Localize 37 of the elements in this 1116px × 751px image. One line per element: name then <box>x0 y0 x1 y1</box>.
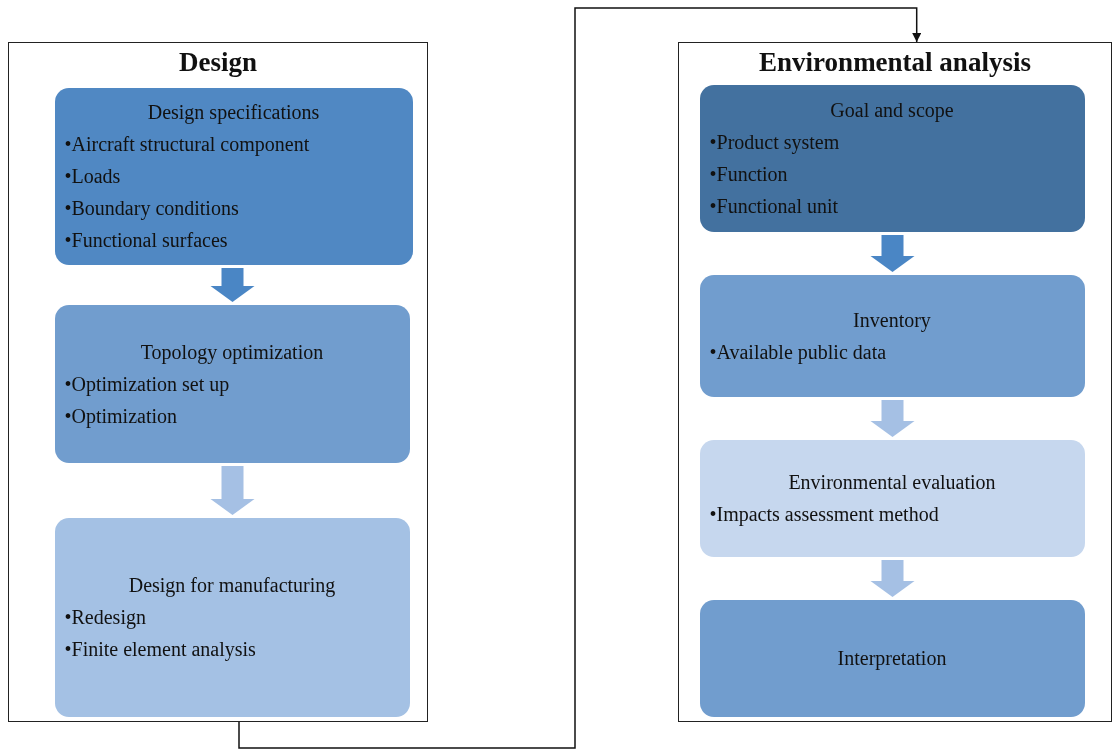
box-heading: Design for manufacturing <box>127 573 337 599</box>
block-arrow <box>210 466 255 515</box>
bullet-item: •Boundary conditions <box>64 196 240 222</box>
bullet-item: •Redesign <box>64 605 147 631</box>
bullet-item: •Functional unit <box>709 194 840 219</box>
process-box <box>699 84 1085 232</box>
bullet-item: •Optimization <box>64 403 179 430</box>
block-arrow <box>870 400 915 437</box>
box-heading: Goal and scope <box>829 98 955 124</box>
box-heading: Design specifications <box>146 100 321 126</box>
bullet-item: •Finite element analysis <box>64 637 257 663</box>
process-box <box>699 599 1085 717</box>
bullet-item: •Functional surfaces <box>64 228 229 253</box>
bullet-item: •Optimization set up <box>64 371 231 398</box>
connector-arrow <box>238 7 922 749</box>
block-arrow <box>870 560 915 597</box>
box-heading: Topology optimization <box>139 339 325 366</box>
process-box <box>54 87 413 265</box>
process-box <box>699 274 1085 397</box>
process-box <box>54 517 410 717</box>
bullet-item: •Product system <box>709 130 841 156</box>
bullet-item: •Loads <box>64 164 122 189</box>
stage-panel <box>8 42 428 722</box>
bullet-item: •Aircraft structural component <box>64 132 311 158</box>
box-heading: Inventory <box>852 307 932 334</box>
stage-panel <box>678 42 1112 722</box>
bullet-item: •Impacts assessment method <box>709 502 940 528</box>
panel-title: Environmental analysis <box>758 46 1032 79</box>
panel-title: Design <box>178 46 258 79</box>
box-heading: Environmental evaluation <box>787 470 997 495</box>
box-heading: Interpretation <box>836 646 948 672</box>
block-arrow <box>870 235 915 272</box>
bullet-item: •Function <box>709 162 789 187</box>
bullet-item: •Available public data <box>709 339 888 366</box>
block-arrow <box>210 268 255 302</box>
process-box <box>54 304 410 463</box>
process-box <box>699 439 1085 557</box>
